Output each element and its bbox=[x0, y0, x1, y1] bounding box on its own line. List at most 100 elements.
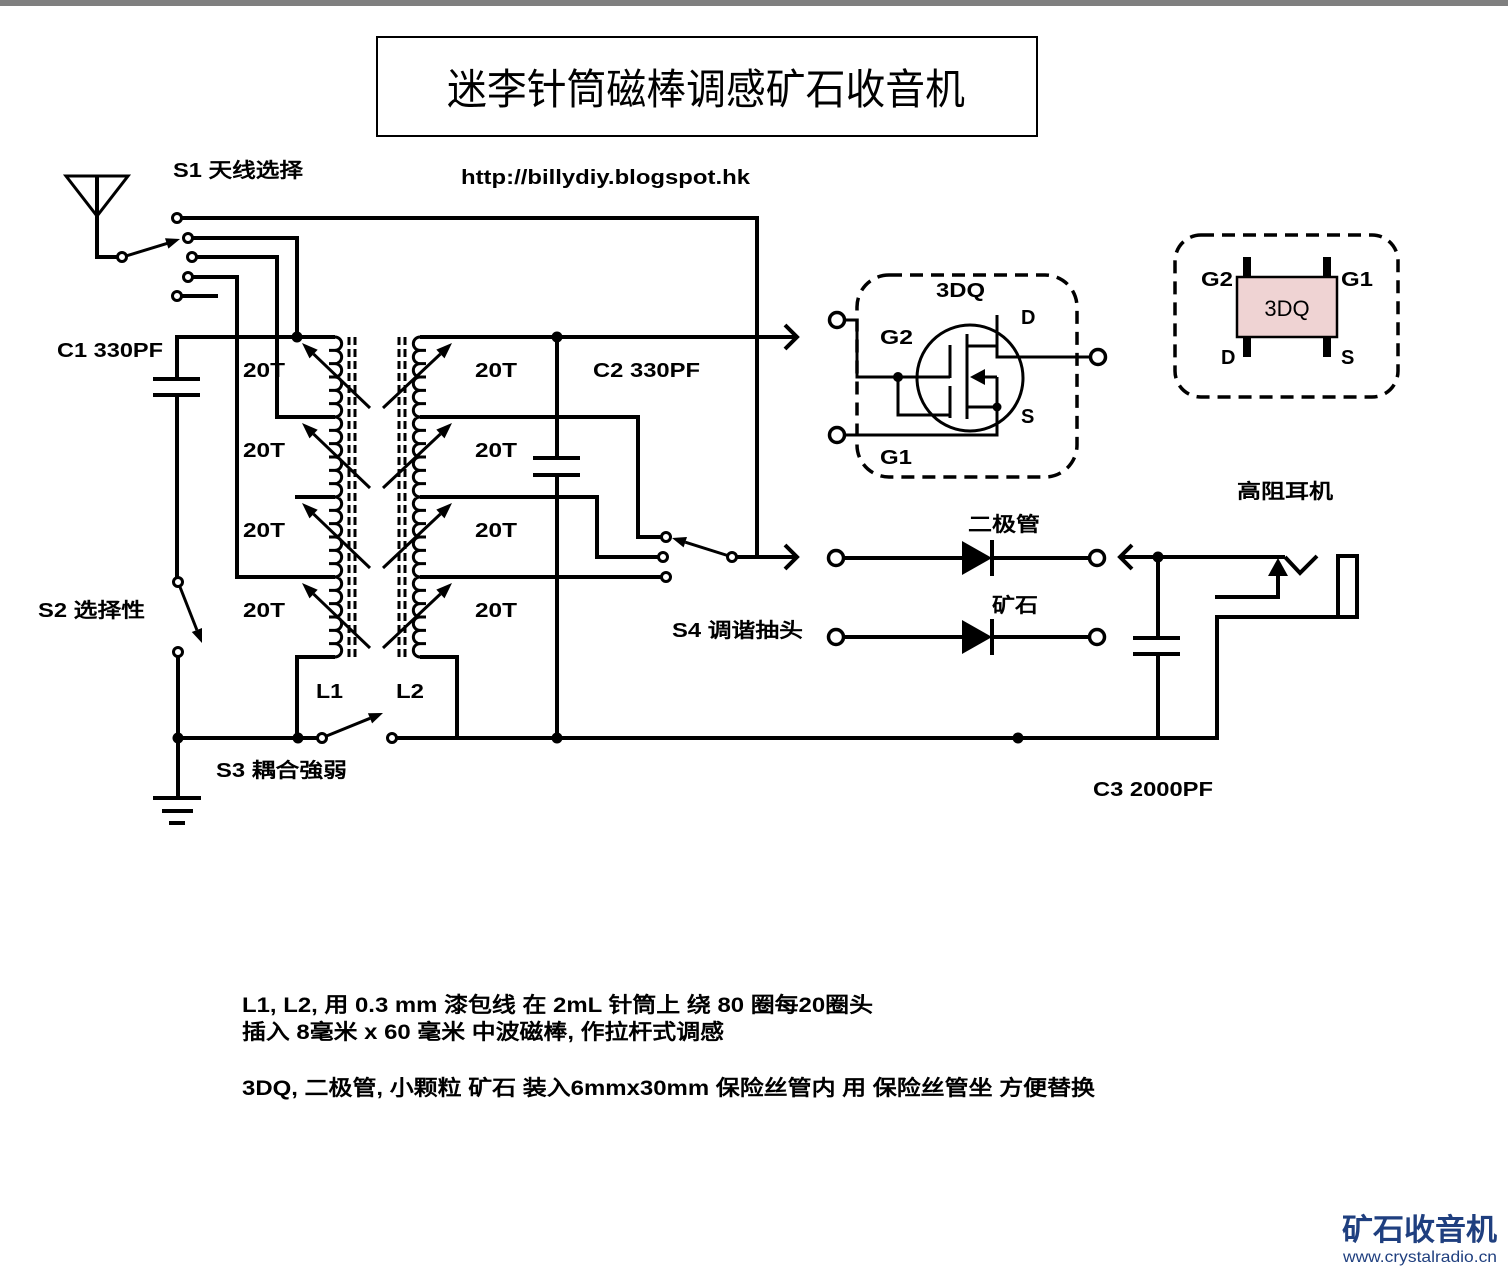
package-outline bbox=[1173, 233, 1400, 399]
page-title: 迷李针筒磁棒调感矿石收音机 bbox=[447, 66, 965, 113]
inductor-l2: 20T 20T 20T 20T L2 bbox=[381, 335, 517, 738]
l2-adjust-arrow bbox=[381, 423, 452, 490]
mosfet-module-outline bbox=[855, 273, 1079, 479]
arrowhead bbox=[302, 583, 318, 599]
junction-dot bbox=[551, 732, 563, 744]
mosfet-pin-s: S bbox=[1021, 406, 1034, 428]
pin-g1 bbox=[1323, 257, 1331, 279]
switch-s4: S4 调谐抽头 bbox=[657, 531, 803, 642]
s3-arm-arrowhead bbox=[367, 713, 383, 724]
s2-pivot bbox=[172, 576, 184, 588]
blog-url: http://billydiy.blogspot.hk bbox=[461, 167, 751, 189]
jack-tip-wire bbox=[1215, 574, 1280, 599]
arrow-shaft bbox=[381, 432, 442, 490]
junction-dot bbox=[292, 732, 304, 744]
s1-contact-5 bbox=[171, 290, 183, 302]
s3-arm bbox=[325, 716, 371, 738]
diode-left-terminal bbox=[826, 548, 846, 568]
tuning-network: C2 330PF bbox=[420, 323, 800, 738]
arrow-shaft bbox=[381, 512, 442, 570]
wire-l2-bottom bbox=[420, 655, 459, 738]
diode-right-terminal bbox=[1087, 548, 1107, 568]
arrowhead bbox=[302, 343, 318, 359]
top-bar bbox=[0, 0, 1508, 6]
diode-label: 二极管 bbox=[968, 512, 1040, 536]
crystal-module: 矿石 bbox=[826, 593, 1107, 655]
s2-label: S2 选择性 bbox=[38, 599, 145, 622]
package-pin-g1: G1 bbox=[1341, 269, 1373, 291]
note-line: 插入 8毫米 x 60 毫米 中波磁棒, 作拉杆式调感 bbox=[242, 1020, 724, 1044]
package-pin-d: D bbox=[1221, 347, 1235, 369]
s4-arm-arrowhead bbox=[672, 537, 687, 548]
s1-contact-2 bbox=[182, 232, 194, 244]
l1-winding bbox=[329, 335, 344, 659]
headphone-output: 高阻耳机 C3 2000PF bbox=[1093, 479, 1359, 801]
crystal-left-terminal bbox=[826, 627, 846, 647]
s4-arm bbox=[684, 540, 728, 557]
arrowhead bbox=[436, 503, 452, 519]
s4-contact-2 bbox=[657, 551, 669, 563]
wire-s1-2-to-l1-top bbox=[192, 236, 299, 337]
l2-adjust-arrow bbox=[381, 343, 452, 410]
l2-section-label: 20T bbox=[475, 360, 517, 382]
mosfet-source-arrow-icon bbox=[970, 369, 985, 385]
s3-label: S3 耦合強弱 bbox=[216, 758, 347, 782]
wire-g2-loop bbox=[896, 377, 950, 417]
arrowhead bbox=[302, 423, 318, 439]
antenna-feed-wire bbox=[95, 176, 118, 259]
c1-label: C1 330PF bbox=[57, 340, 163, 362]
pin-d bbox=[1243, 335, 1251, 357]
mosfet-g2-terminal bbox=[827, 310, 847, 330]
s1-arm bbox=[125, 241, 168, 258]
wire-s1-4-to-l1-tap3 bbox=[192, 275, 335, 579]
crystal-right-terminal bbox=[1087, 627, 1107, 647]
wire-g2 bbox=[844, 318, 950, 379]
s1-label: S1 天线选择 bbox=[173, 158, 304, 182]
note-line: 3DQ, 二极管, 小颗粒 矿石 装入6mmx30mm 保险丝管内 用 保险丝管… bbox=[242, 1076, 1096, 1100]
package-pin-s: S bbox=[1341, 347, 1354, 369]
s2-contact bbox=[172, 646, 184, 658]
mosfet-pin-d: D bbox=[1021, 307, 1035, 329]
jack-sleeve bbox=[1336, 554, 1359, 619]
crystal-diode-icon bbox=[962, 620, 992, 654]
l1-adjust-arrow bbox=[302, 343, 372, 410]
s4-contact-1 bbox=[660, 531, 672, 543]
package-pin-g2: G2 bbox=[1201, 269, 1233, 291]
crystal-label: 矿石 bbox=[992, 593, 1038, 617]
l1-label: L1 bbox=[316, 681, 343, 703]
l1-section-label: 20T bbox=[243, 520, 285, 542]
wire-l2-tap2-to-s4 bbox=[420, 495, 659, 559]
s2-arm bbox=[178, 586, 199, 631]
arrow-shaft bbox=[381, 352, 442, 410]
arrow-shaft bbox=[312, 513, 372, 570]
l2-section-label: 20T bbox=[475, 440, 517, 462]
output-arrow-top-icon bbox=[783, 323, 800, 351]
s3-pivot bbox=[316, 732, 328, 744]
l1-adjust-arrow bbox=[302, 423, 372, 490]
inductor-l1: 20T 20T 20T 20T L1 bbox=[243, 335, 372, 738]
mosfet-g1-terminal bbox=[827, 425, 847, 445]
l2-winding bbox=[411, 335, 426, 659]
wire-l1-bottom bbox=[295, 655, 335, 738]
capacitor-c1: C1 330PF bbox=[57, 331, 335, 578]
switch-s1: S1 天线选择 bbox=[116, 158, 759, 579]
c2-label: C2 330PF bbox=[593, 360, 700, 382]
arrowhead bbox=[436, 423, 452, 439]
s4-label: S4 调谐抽头 bbox=[672, 618, 803, 642]
l1-section-label: 20T bbox=[243, 440, 285, 462]
switch-s3: S3 耦合強弱 bbox=[216, 713, 398, 782]
wire-s1-1-to-s4-out bbox=[181, 216, 759, 557]
s4-contact-3 bbox=[660, 571, 672, 583]
l2-section-label: 20T bbox=[475, 600, 517, 622]
l2-section-label: 20T bbox=[475, 520, 517, 542]
ground-symbol bbox=[153, 796, 201, 825]
mosfet-d-terminal bbox=[1088, 347, 1108, 367]
watermark: 矿石收音机 www.crystalradio.cn bbox=[1342, 1213, 1497, 1266]
switch-s2: S2 选择性 bbox=[38, 576, 202, 798]
junction-dot bbox=[1012, 732, 1024, 744]
arrow-shaft bbox=[312, 433, 372, 490]
ground-bus bbox=[172, 732, 1219, 744]
arrow-shaft bbox=[381, 592, 442, 650]
s1-pivot bbox=[116, 251, 128, 263]
